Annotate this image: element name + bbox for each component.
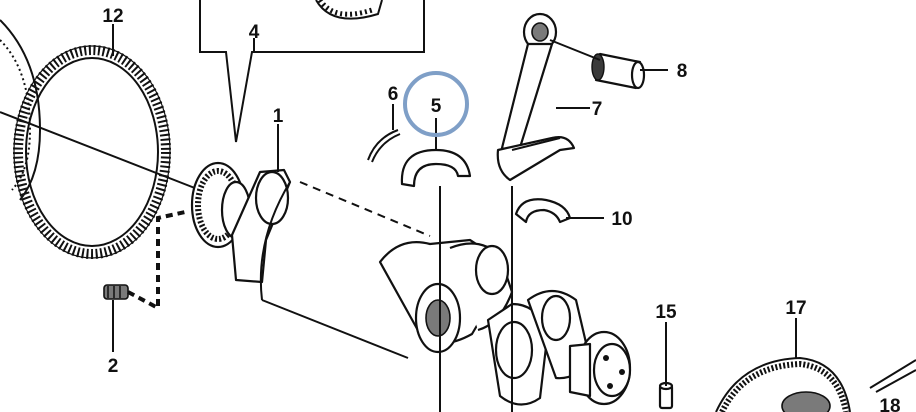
callout-2: 2	[108, 356, 119, 377]
detail-callout-box-4	[199, 0, 425, 143]
callout-10: 10	[611, 209, 632, 230]
flywheel-partial	[0, 19, 42, 201]
callout-18: 18	[879, 396, 900, 412]
thrust-washer	[367, 129, 399, 161]
callout-17: 17	[785, 298, 806, 319]
callout-15: 15	[655, 302, 677, 323]
main-bearing-shell	[400, 148, 472, 188]
callout-8: 8	[677, 61, 688, 82]
flywheel-axis-line	[0, 111, 206, 193]
highlight-circle	[403, 71, 469, 137]
crankshaft	[190, 161, 632, 406]
callout-1: 1	[273, 106, 284, 127]
dowel-pin	[103, 210, 186, 312]
callout-12: 12	[102, 6, 123, 27]
thrust-washer-inner	[371, 133, 401, 163]
pulse-wheel	[715, 356, 851, 412]
sensor-pin	[658, 381, 674, 410]
bushing-axis-line	[549, 39, 601, 61]
piston-pin-bushing	[591, 52, 646, 90]
rod-bearing-shell	[514, 198, 572, 224]
callout-7: 7	[592, 99, 603, 120]
callout-6: 6	[388, 84, 399, 105]
leader-lines	[112, 24, 797, 386]
connecting-rod	[496, 12, 576, 182]
callout-4: 4	[249, 22, 260, 43]
flywheel-ring-gear	[13, 45, 171, 259]
part-18-partial	[869, 359, 916, 393]
callout-5: 5	[431, 96, 442, 117]
